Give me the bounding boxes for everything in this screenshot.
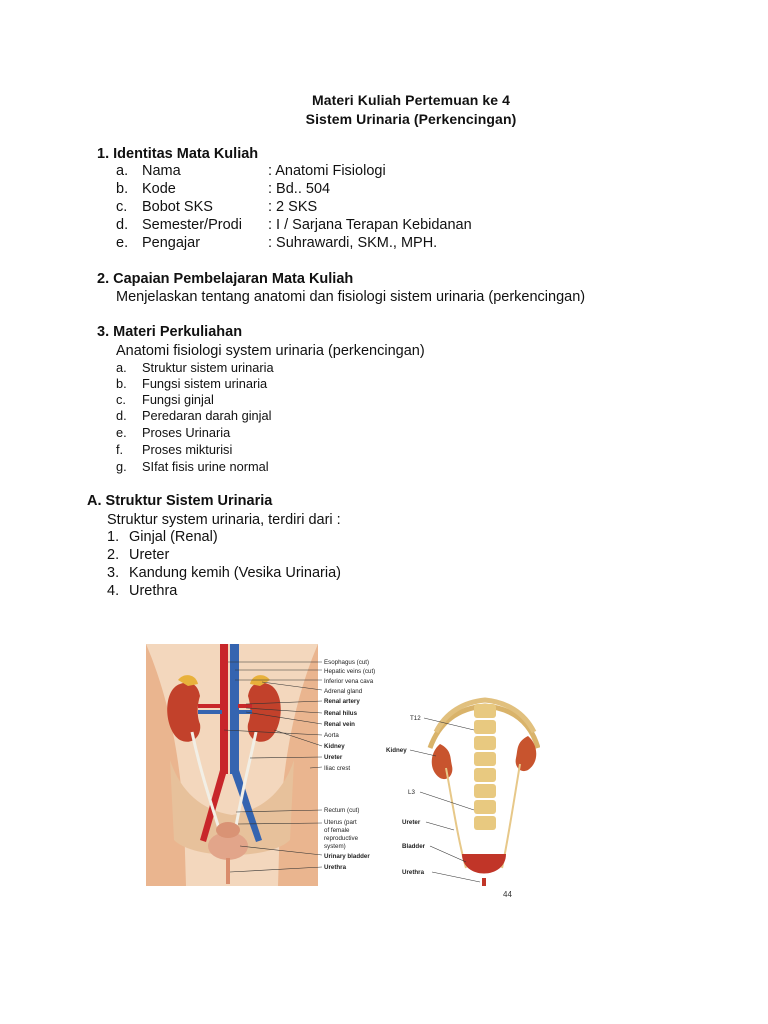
identity-key: Pengajar [142, 235, 201, 251]
list-text: SIfat fisis urine normal [142, 459, 269, 474]
anatomy-illustration-back [427, 697, 540, 886]
label-rectum: Rectum (cut) [324, 807, 359, 814]
list-letter: f. [116, 442, 124, 457]
label-renal-artery: Renal artery [324, 698, 360, 705]
list-text: Urethra [129, 583, 178, 599]
title-line-1: Materi Kuliah Pertemuan ke 4 [311, 92, 511, 108]
list-text: Proses Urinaria [142, 425, 231, 440]
identity-value: : Bd.. 504 [268, 181, 331, 197]
identity-letter: c. [116, 199, 128, 215]
label-aorta: Aorta [324, 732, 339, 739]
list-text: Ureter [129, 547, 170, 563]
section-2-text: Menjelaskan tentang anatomi dan fisiolog… [116, 289, 586, 305]
label-uterus-1: Uterus (part [324, 819, 357, 826]
section-1-heading: 1. Identitas Mata Kuliah [97, 146, 259, 162]
list-letter: g. [116, 459, 127, 474]
section-2-heading: 2. Capaian Pembelajaran Mata Kuliah [97, 271, 354, 287]
label-iliac-crest: Iliac crest [324, 765, 350, 772]
anatomy-illustration-front [146, 644, 318, 886]
identity-letter: a. [116, 163, 129, 179]
label-inferior-vena-cava: Inferior vena cava [324, 678, 374, 685]
figure-right-labels: T12 Kidney L3 Ureter Bladder Urethra [386, 715, 426, 876]
label-uterus-4: system) [324, 843, 346, 850]
section-a-intro: Struktur system urinaria, terdiri dari : [107, 512, 341, 528]
list-text: Proses mikturisi [142, 442, 233, 457]
identity-key: Nama [142, 163, 181, 179]
label-t12: T12 [410, 715, 421, 722]
identity-letter: e. [116, 235, 129, 251]
leader-lines-right [409, 717, 481, 883]
label-urethra-right: Urethra [402, 869, 425, 876]
list-text: Ginjal (Renal) [129, 529, 218, 545]
identity-value: : I / Sarjana Terapan Kebidanan [268, 217, 472, 233]
label-urethra: Urethra [324, 864, 347, 871]
page-number: 44 [503, 890, 512, 899]
figure-left-labels: Esophagus (cut) Hepatic veins (cut) Infe… [324, 659, 375, 871]
list-number: 2. [107, 547, 120, 563]
section-a-heading: A. Struktur Sistem Urinaria [87, 493, 273, 509]
label-renal-hilus: Renal hilus [324, 710, 358, 717]
list-letter: d. [116, 408, 127, 423]
list-letter: c. [116, 392, 126, 407]
identity-key: Kode [142, 181, 176, 197]
list-text: Peredaran darah ginjal [142, 408, 272, 423]
label-kidney: Kidney [324, 743, 345, 750]
label-renal-vein: Renal vein [324, 721, 355, 728]
label-uterus-3: reproductive [324, 835, 359, 842]
label-ureter-right: Ureter [402, 819, 421, 826]
label-bladder: Bladder [402, 843, 426, 850]
section-3-heading: 3. Materi Perkuliahan [97, 324, 243, 340]
identity-key: Bobot SKS [142, 199, 213, 215]
label-hepatic-veins: Hepatic veins (cut) [324, 668, 375, 675]
identity-value: : Suhrawardi, SKM., MPH. [268, 235, 438, 251]
list-number: 3. [107, 565, 120, 581]
list-text: Fungsi ginjal [142, 392, 214, 407]
list-letter: b. [116, 376, 127, 391]
urinary-system-figure: Esophagus (cut) Hepatic veins (cut) Infe… [146, 644, 540, 886]
label-kidney-right: Kidney [386, 747, 407, 754]
identity-key: Semester/Prodi [142, 217, 242, 233]
list-number: 4. [107, 583, 120, 599]
label-esophagus: Esophagus (cut) [324, 659, 369, 666]
label-adrenal-gland: Adrenal gland [324, 688, 363, 695]
label-l3: L3 [408, 789, 415, 796]
identity-letter: d. [116, 217, 129, 233]
label-uterus-2: of female [324, 827, 350, 834]
identity-letter: b. [116, 181, 129, 197]
section-3-intro: Anatomi fisiologi system urinaria (perke… [116, 343, 425, 359]
leader-lines-left [223, 661, 323, 873]
label-ureter: Ureter [324, 754, 343, 761]
list-text: Struktur sistem urinaria [142, 360, 274, 375]
list-text: Kandung kemih (Vesika Urinaria) [129, 565, 341, 581]
list-text: Fungsi sistem urinaria [142, 376, 268, 391]
list-letter: e. [116, 425, 127, 440]
list-number: 1. [107, 529, 120, 545]
list-letter: a. [116, 360, 127, 375]
identity-value: : 2 SKS [268, 199, 318, 215]
title-line-2: Sistem Urinaria (Perkencingan) [305, 111, 517, 127]
label-urinary-bladder: Urinary bladder [324, 853, 370, 860]
identity-value: : Anatomi Fisiologi [268, 163, 386, 179]
